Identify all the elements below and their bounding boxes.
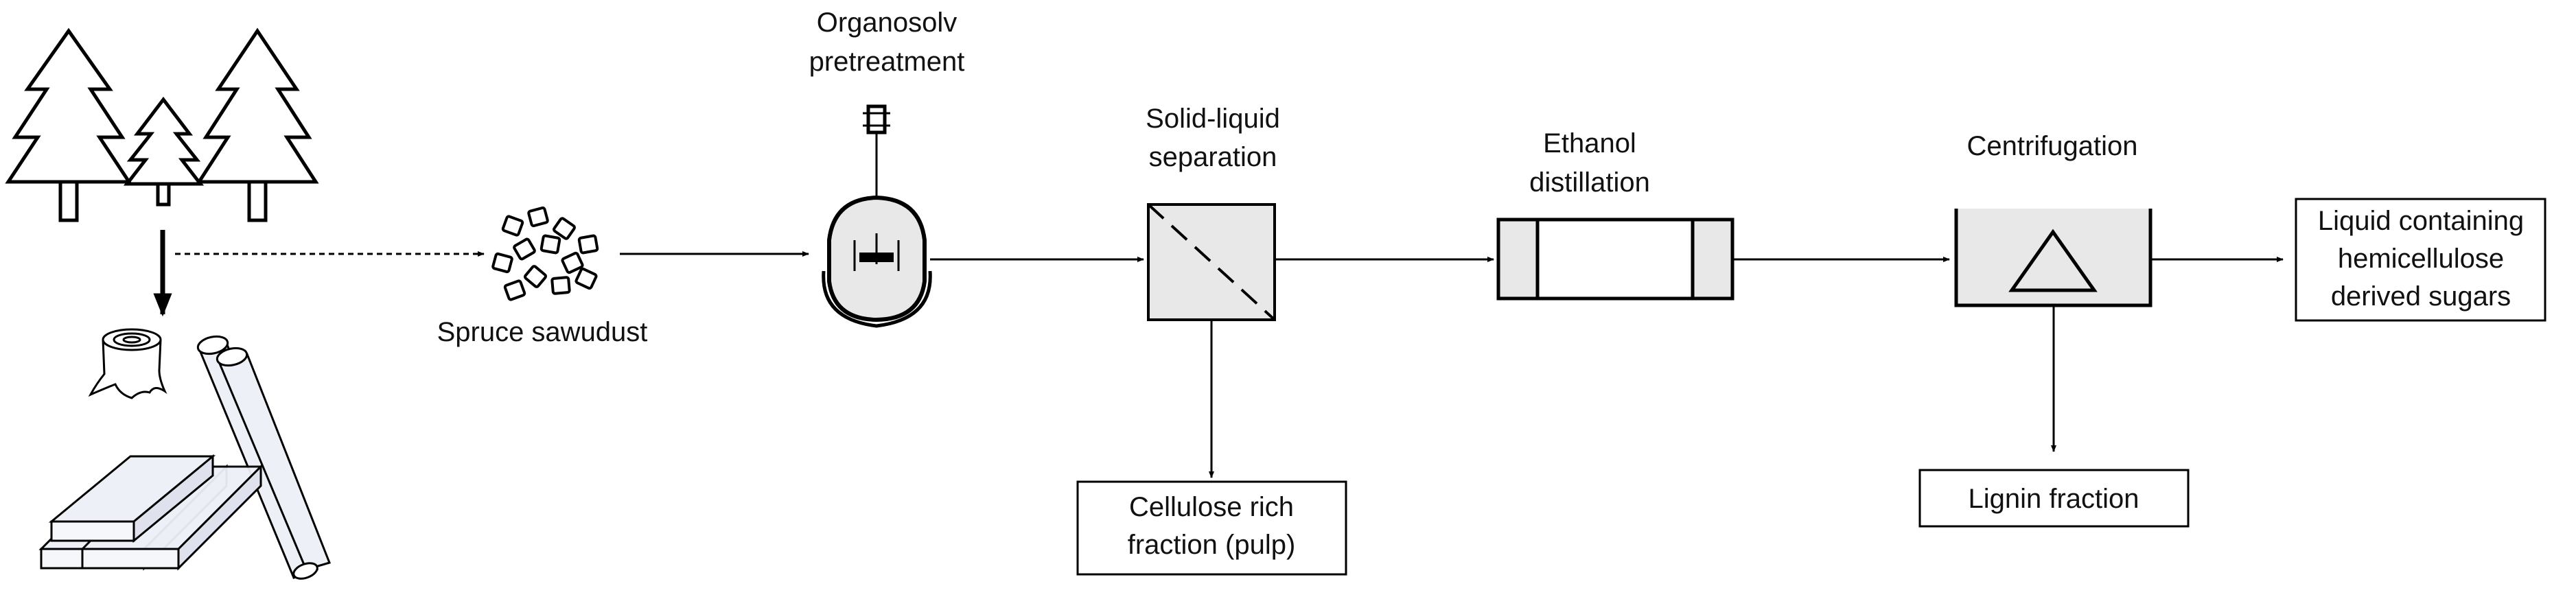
distillation-label-line1: Ethanol [1543, 128, 1636, 159]
feedstock-label: Spruce sawudust [437, 317, 648, 347]
lignin-label: Lignin fraction [1968, 484, 2139, 514]
lumber-planks-icon [38, 454, 264, 571]
tree-icon [5, 27, 132, 222]
liquid-label-line1: Liquid containing [2318, 206, 2524, 236]
liquid-output-box: Liquid containing hemicellulose derived … [2295, 198, 2546, 322]
organosolv-label-line2: pretreatment [809, 47, 965, 77]
tree-icon [196, 27, 319, 222]
centrifuge-icon [1954, 209, 2153, 307]
liquid-label-line2: hemicellulose [2338, 244, 2504, 274]
lignin-output-box: Lignin fraction [1918, 469, 2190, 528]
tree-icon [123, 96, 205, 207]
wood-pipes-icon [196, 335, 331, 580]
centrifugation-label: Centrifugation [1966, 131, 2137, 161]
cellulose-label-line1: Cellulose rich [1129, 492, 1294, 522]
filter-icon [1147, 203, 1276, 321]
distillation-label-line2: distillation [1529, 167, 1650, 198]
cellulose-label-line2: fraction (pulp) [1128, 530, 1296, 560]
liquid-label-line3: derived sugars [2331, 281, 2511, 312]
separation-label-line2: separation [1149, 142, 1277, 172]
sawdust-icon [491, 206, 599, 301]
separation-label-line1: Solid-liquid [1146, 104, 1280, 134]
organosolv-label-line1: Organosolv [817, 8, 958, 38]
reactor-icon [822, 104, 932, 328]
distillation-column-icon [1496, 218, 1734, 301]
log-stump-icon [88, 328, 167, 399]
cellulose-output-box: Cellulose rich fraction (pulp) [1076, 480, 1347, 576]
